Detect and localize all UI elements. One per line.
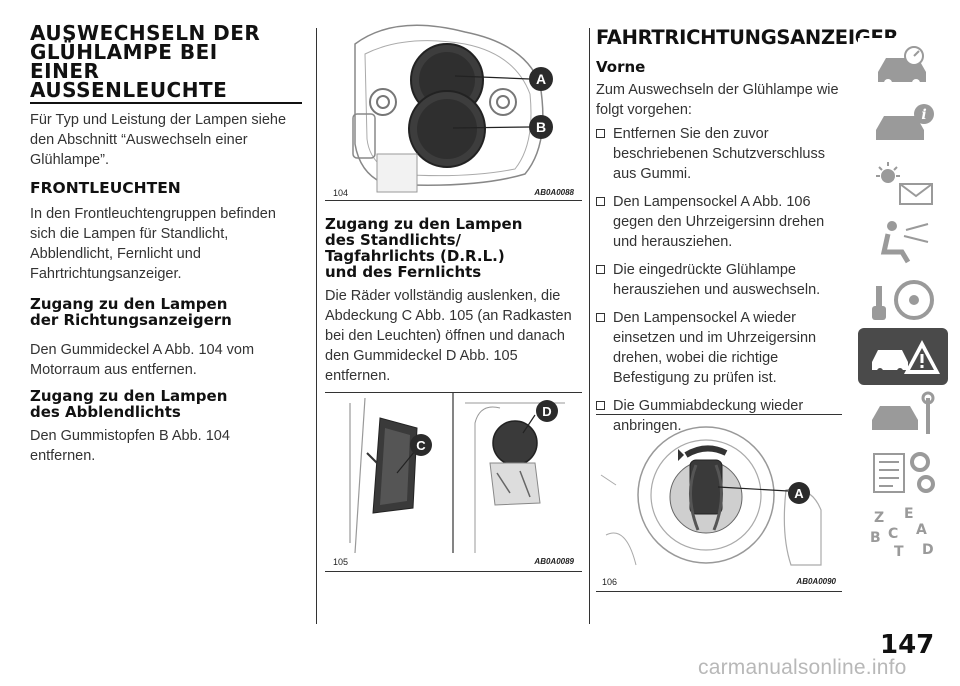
main-title: AUSWECHSELN DER GLÜHLAMPE BEI EINER AUSS… bbox=[30, 21, 302, 104]
tab-emergency[interactable] bbox=[858, 328, 948, 385]
svg-text:i: i bbox=[921, 107, 926, 123]
step-list: Entfernen Sie den zuvor beschriebenen Sc… bbox=[596, 124, 842, 444]
figure-104: A B 104 AB0A0088 bbox=[325, 24, 582, 201]
title-line: AUSSENLEUCHTE bbox=[30, 78, 228, 102]
heading-line: Zugang zu den Lampen bbox=[325, 215, 523, 233]
svg-text:A: A bbox=[916, 522, 927, 538]
sub-heading-front: Vorne bbox=[596, 58, 646, 76]
sub-text: Den Gummistopfen B Abb. 104 entfernen. bbox=[30, 428, 230, 464]
figure-code: AB0A0088 bbox=[534, 188, 574, 197]
heading-line: des Standlichts/ bbox=[325, 231, 462, 249]
title-line: AUSWECHSELN DER bbox=[30, 21, 261, 45]
technical-data-gear-icon bbox=[873, 452, 935, 493]
svg-text:D: D bbox=[922, 542, 934, 558]
callout-a: A bbox=[794, 486, 804, 501]
heading-line: Zugang zu den Lampen bbox=[30, 387, 228, 405]
sub-text: Den Gummideckel A Abb. 104 vom Motorraum… bbox=[30, 342, 255, 378]
figure-106: A 106 AB0A0090 bbox=[596, 414, 842, 592]
car-info-icon: i bbox=[876, 104, 934, 140]
heading-line: der Richtungsanzeigern bbox=[30, 311, 232, 329]
heading-line: Zugang zu den Lampen bbox=[30, 295, 228, 313]
callout-d: D bbox=[542, 404, 551, 419]
intro-text: Für Typ und Leistung der Lampen siehe de… bbox=[30, 112, 287, 168]
checkbox-bullet-icon bbox=[596, 265, 605, 274]
headlamp-illustration: A B bbox=[352, 24, 553, 193]
heading-line: Tagfahrlichts (D.R.L.) bbox=[325, 247, 505, 265]
index-letters-icon: Z E A B C D T bbox=[870, 506, 934, 560]
svg-text:Z: Z bbox=[874, 510, 884, 526]
title-underline bbox=[30, 102, 302, 104]
page-number: 147 bbox=[880, 630, 935, 660]
tab-safety[interactable] bbox=[858, 212, 948, 269]
wheel-arch-illustration: C D bbox=[325, 393, 582, 571]
tab-driving[interactable] bbox=[858, 270, 948, 327]
figure-code: AB0A0090 bbox=[796, 577, 836, 586]
figure-number: 106 bbox=[602, 577, 618, 587]
section-title: FAHRTRICHTUNGSANZEIGER bbox=[596, 26, 899, 49]
svg-text:T: T bbox=[894, 544, 904, 559]
sub-heading-low-beam: Zugang zu den Lampen des Abblendlichts bbox=[30, 388, 227, 420]
tab-maintenance[interactable] bbox=[858, 386, 948, 443]
svg-text:C: C bbox=[888, 526, 898, 542]
figure-105: C D 105 AB0A0089 bbox=[325, 392, 582, 572]
section-heading: FRONTLEUCHTEN bbox=[30, 179, 181, 197]
title-line: EINER bbox=[30, 59, 100, 83]
tab-dashboard[interactable] bbox=[858, 38, 948, 95]
intro-text: Zum Auswechseln der Glühlampe wie folgt … bbox=[596, 82, 839, 118]
heading-line: und des Fernlichts bbox=[325, 263, 482, 281]
tab-index[interactable]: Z E A B C D T bbox=[858, 502, 948, 560]
car-dashboard-icon bbox=[878, 46, 926, 87]
watermark-text: carmanualsonline.info bbox=[698, 656, 907, 679]
emergency-car-warning-icon bbox=[872, 340, 940, 374]
callout-b: B bbox=[536, 119, 546, 135]
step-item: Den Lampensockel A wieder einsetzen und … bbox=[596, 308, 842, 388]
airbag-seat-icon bbox=[880, 221, 929, 264]
figure-number: 104 bbox=[333, 188, 349, 198]
tab-warning-lights[interactable] bbox=[858, 154, 948, 211]
car-maintenance-wrench-icon bbox=[872, 391, 935, 434]
callout-c: C bbox=[416, 438, 426, 453]
sub-heading-parking-lights: Zugang zu den Lampen des Standlichts/ Ta… bbox=[325, 216, 522, 280]
tab-technical-data[interactable] bbox=[858, 444, 948, 501]
driving-steering-wheel-icon bbox=[872, 280, 934, 320]
svg-text:E: E bbox=[904, 506, 914, 522]
tab-car-info[interactable]: i bbox=[858, 96, 948, 153]
turn-signal-socket-illustration: A bbox=[600, 426, 822, 566]
column-divider bbox=[316, 28, 317, 624]
step-item: Die eingedrückte Glühlampe herausziehen … bbox=[596, 260, 842, 300]
checkbox-bullet-icon bbox=[596, 197, 605, 206]
section-text: In den Frontleuchtengruppen befinden sic… bbox=[30, 206, 276, 282]
warning-light-envelope-icon bbox=[876, 162, 933, 205]
checkbox-bullet-icon bbox=[596, 129, 605, 138]
figure-code: AB0A0089 bbox=[534, 557, 574, 566]
step-item: Den Lampensockel A Abb. 106 gegen den Uh… bbox=[596, 192, 842, 252]
body-text: Die Räder vollständig auslenken, die Abd… bbox=[325, 288, 572, 384]
title-line: GLÜHLAMPE BEI bbox=[30, 40, 218, 64]
figure-number: 105 bbox=[333, 557, 349, 567]
callout-a: A bbox=[536, 71, 546, 87]
step-item: Entfernen Sie den zuvor beschriebenen Sc… bbox=[596, 124, 842, 184]
checkbox-bullet-icon bbox=[596, 313, 605, 322]
heading-line: des Abblendlichts bbox=[30, 403, 181, 421]
svg-text:B: B bbox=[870, 530, 881, 546]
checkbox-bullet-icon bbox=[596, 401, 605, 410]
column-divider bbox=[589, 28, 590, 624]
sub-heading-turn-signals: Zugang zu den Lampen der Richtungsanzeig… bbox=[30, 296, 232, 328]
step-item: Die Gummiabdeckung wieder anbringen. bbox=[596, 396, 842, 436]
